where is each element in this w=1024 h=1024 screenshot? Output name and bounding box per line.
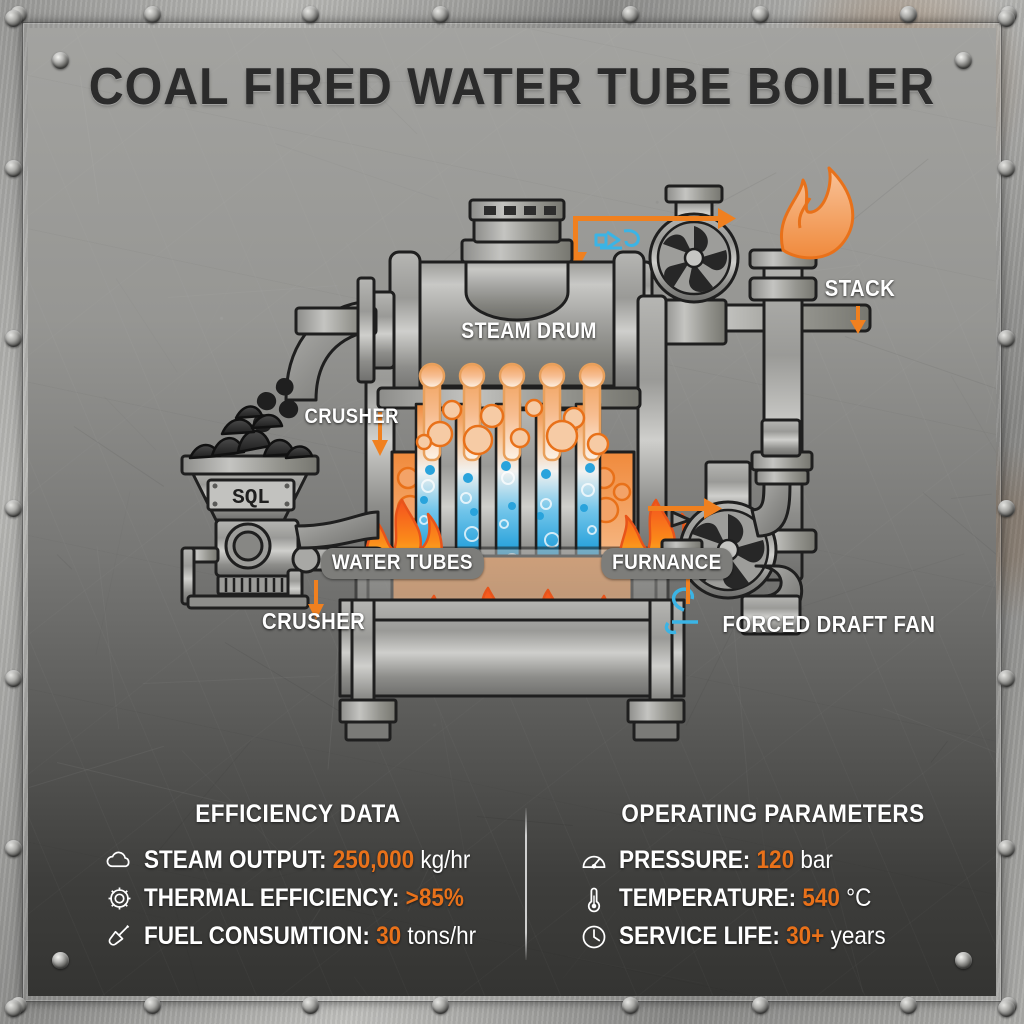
- thermometer-icon: [580, 885, 608, 913]
- rivet: [432, 6, 449, 23]
- rivet: [752, 997, 769, 1014]
- efficiency-data-title: EFFICIENCY DATA: [195, 800, 401, 828]
- induced-draft-fan: [648, 184, 740, 346]
- steam-bubbles: [415, 398, 610, 456]
- stat-row-pressure: PRESSURE: 120 bar: [580, 846, 988, 875]
- rivet: [622, 6, 639, 23]
- stat-text-service-life: SERVICE LIFE: 30+ years: [619, 922, 886, 950]
- stat-text-steam-output: STEAM OUTPUT: 250,000 kg/hr: [144, 846, 471, 874]
- stat-text-thermal-efficiency: THERMAL EFFICIENCY: >85%: [144, 884, 464, 912]
- rivet: [998, 1000, 1015, 1017]
- stat-row-temperature: TEMPERATURE: 540 °C: [580, 884, 988, 913]
- rivet: [998, 840, 1015, 857]
- rivet: [998, 10, 1015, 27]
- rivet: [432, 997, 449, 1014]
- rivet: [998, 160, 1015, 177]
- stat-row-fuel-consumption: FUEL CONSUMTION: 30 tons/hr: [105, 922, 513, 951]
- stat-row-steam-output: STEAM OUTPUT: 250,000 kg/hr: [105, 846, 513, 875]
- label-furnance: FURNANCE: [601, 548, 733, 579]
- panel-bolt: [955, 52, 972, 69]
- rivet: [998, 500, 1015, 517]
- rivet: [998, 330, 1015, 347]
- rivet: [900, 6, 917, 23]
- stat-text-fuel-consumption: FUEL CONSUMTION: 30 tons/hr: [144, 922, 477, 950]
- rivet: [5, 330, 22, 347]
- stat-row-thermal-efficiency: THERMAL EFFICIENCY: >85%: [105, 884, 513, 913]
- rivet: [900, 997, 917, 1014]
- stat-text-temperature: TEMPERATURE: 540 °C: [619, 884, 872, 912]
- rivet: [144, 997, 161, 1014]
- rivet: [5, 10, 22, 27]
- stats-section: EFFICIENCY DATA STEAM OUTPUT: 250,000 kg…: [28, 800, 996, 980]
- operating-parameters-column: OPERATING PARAMETERS PRESSURE: 120 bar: [558, 800, 988, 960]
- operating-parameters-title: OPERATING PARAMETERS: [621, 800, 925, 828]
- rivet: [302, 997, 319, 1014]
- stat-row-service-life: SERVICE LIFE: 30+ years: [580, 922, 988, 951]
- stat-text-pressure: PRESSURE: 120 bar: [619, 846, 833, 874]
- coal-hopper: SQL: [180, 405, 320, 522]
- clock-icon: [580, 923, 608, 951]
- panel-bolt: [955, 952, 972, 969]
- panel-bolt: [52, 52, 69, 69]
- rivet: [302, 6, 319, 23]
- svg-text:SQL: SQL: [232, 487, 270, 510]
- label-stack: STACK: [824, 275, 896, 301]
- gauge-icon: [580, 847, 608, 875]
- stats-divider: [525, 808, 527, 960]
- label-crusher-bottom: CRUSHER: [262, 608, 366, 634]
- rivet: [5, 1000, 22, 1017]
- page-title: COAL FIRED WATER TUBE BOILER: [88, 58, 936, 116]
- airflow-icon-bottom: [664, 587, 698, 635]
- rivet: [5, 500, 22, 517]
- label-steam-drum: STEAM DRUM: [461, 318, 597, 343]
- rivet: [144, 6, 161, 23]
- panel-bolt: [52, 952, 69, 969]
- rivet: [5, 670, 22, 687]
- label-water-tubes: WATER TUBES: [321, 548, 484, 579]
- rivet: [998, 670, 1015, 687]
- cloud-icon: [105, 847, 133, 875]
- efficiency-data-column: EFFICIENCY DATA STEAM OUTPUT: 250,000 kg…: [83, 800, 513, 960]
- rivet: [5, 840, 22, 857]
- steam-drum: [388, 198, 646, 398]
- airflow-icon-top: [594, 229, 640, 250]
- rivet: [752, 6, 769, 23]
- rivet: [622, 997, 639, 1014]
- shovel-icon: [105, 923, 133, 951]
- rivet: [5, 160, 22, 177]
- gear-icon: [105, 885, 133, 913]
- label-forced-draft-fan: FORCED DRAFT FAN: [722, 611, 936, 637]
- label-crusher-top: CRUSHER: [304, 405, 399, 428]
